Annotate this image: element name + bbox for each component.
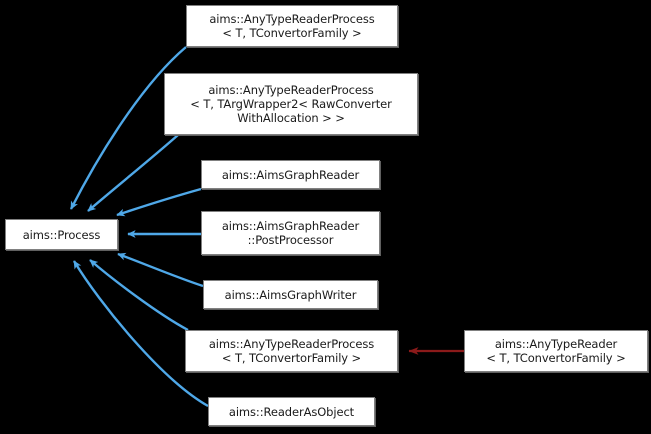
node-any-type-reader[interactable]: aims::AnyTypeReader < T, TConvertorFamil… (464, 330, 648, 372)
node-any-type-reader-process-tconvertorfamily-top[interactable]: aims::AnyTypeReaderProcess < T, TConvert… (186, 5, 398, 47)
node-any-type-reader-process-targwrapper2[interactable]: aims::AnyTypeReaderProcess < T, TArgWrap… (164, 73, 418, 135)
edge-inheritance-5 (117, 252, 204, 288)
node-reader-as-object[interactable]: aims::ReaderAsObject (208, 397, 375, 426)
node-aims-graph-reader-post-processor[interactable]: aims::AimsGraphReader ::PostProcessor (201, 211, 380, 255)
edge-inheritance-6 (89, 259, 189, 332)
edge-inheritance-3 (116, 187, 202, 217)
node-aims-graph-reader[interactable]: aims::AimsGraphReader (201, 160, 380, 189)
node-aims-graph-writer[interactable]: aims::AimsGraphWriter (203, 280, 378, 309)
edge-inheritance-2 (87, 134, 179, 212)
node-any-type-reader-process-tconvertorfamily-bottom[interactable]: aims::AnyTypeReaderProcess < T, TConvert… (185, 330, 398, 372)
node-aims-process[interactable]: aims::Process (5, 219, 118, 250)
